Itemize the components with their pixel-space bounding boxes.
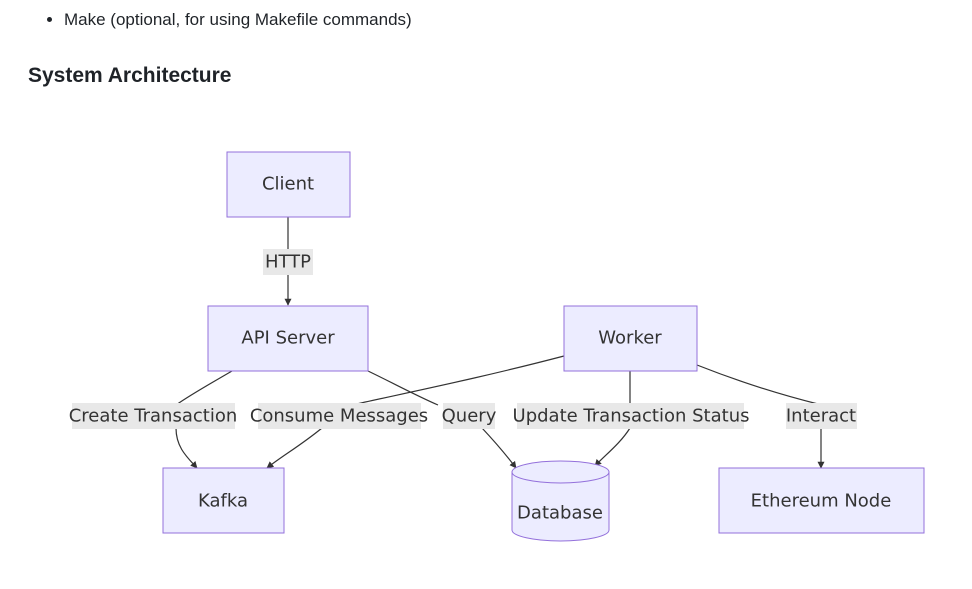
node-box: [207, 305, 369, 372]
edge-label-bg: [263, 249, 313, 275]
node-box: [226, 151, 351, 218]
edge-worker-database: [595, 371, 631, 466]
database-cylinder-icon: [511, 460, 610, 542]
section-heading: System Architecture: [28, 64, 232, 87]
node-label: Ethereum Node: [751, 491, 892, 512]
node-box: [162, 467, 285, 534]
node-label: Database: [517, 503, 603, 524]
edge-worker-ethereum: [696, 364, 821, 468]
edges: [175, 217, 821, 468]
edge-worker-kafka: [267, 355, 565, 468]
node-client: Client: [226, 151, 351, 218]
node-worker: Worker: [563, 305, 698, 372]
node-database: Database: [511, 460, 610, 542]
edge-label-bg: [786, 403, 857, 429]
node-label: Client: [262, 174, 314, 195]
node-kafka: Kafka: [162, 467, 285, 534]
edge-api-database: [367, 370, 516, 468]
node-label: Kafka: [198, 491, 248, 512]
node-box: [563, 305, 698, 372]
edge-label-http: HTTP: [265, 252, 311, 273]
node-label: API Server: [241, 328, 335, 349]
edge-label-create-transaction: Create Transaction: [69, 406, 238, 427]
edge-label-bg: [443, 403, 495, 429]
requirements-list: Make (optional, for using Makefile comma…: [28, 8, 412, 32]
node-ethereum-node: Ethereum Node: [718, 467, 925, 534]
edge-label-bg: [72, 403, 235, 429]
edge-api-kafka: [175, 370, 233, 468]
edge-label-consume-messages: Consume Messages: [250, 406, 428, 427]
edge-label-query: Query: [442, 406, 497, 427]
edge-label-bg: [517, 403, 744, 429]
edge-label-interact: Interact: [786, 406, 856, 427]
node-label: Worker: [598, 328, 662, 349]
list-item: Make (optional, for using Makefile comma…: [64, 8, 412, 32]
database-cylinder-top: [511, 471, 610, 484]
edge-label-bg: [258, 403, 421, 429]
node-box: [718, 467, 925, 534]
edge-label-update-transaction-status: Update Transaction Status: [513, 406, 750, 427]
node-api-server: API Server: [207, 305, 369, 372]
edge-labels: HTTP Create Transaction Consume Messages…: [69, 249, 857, 429]
